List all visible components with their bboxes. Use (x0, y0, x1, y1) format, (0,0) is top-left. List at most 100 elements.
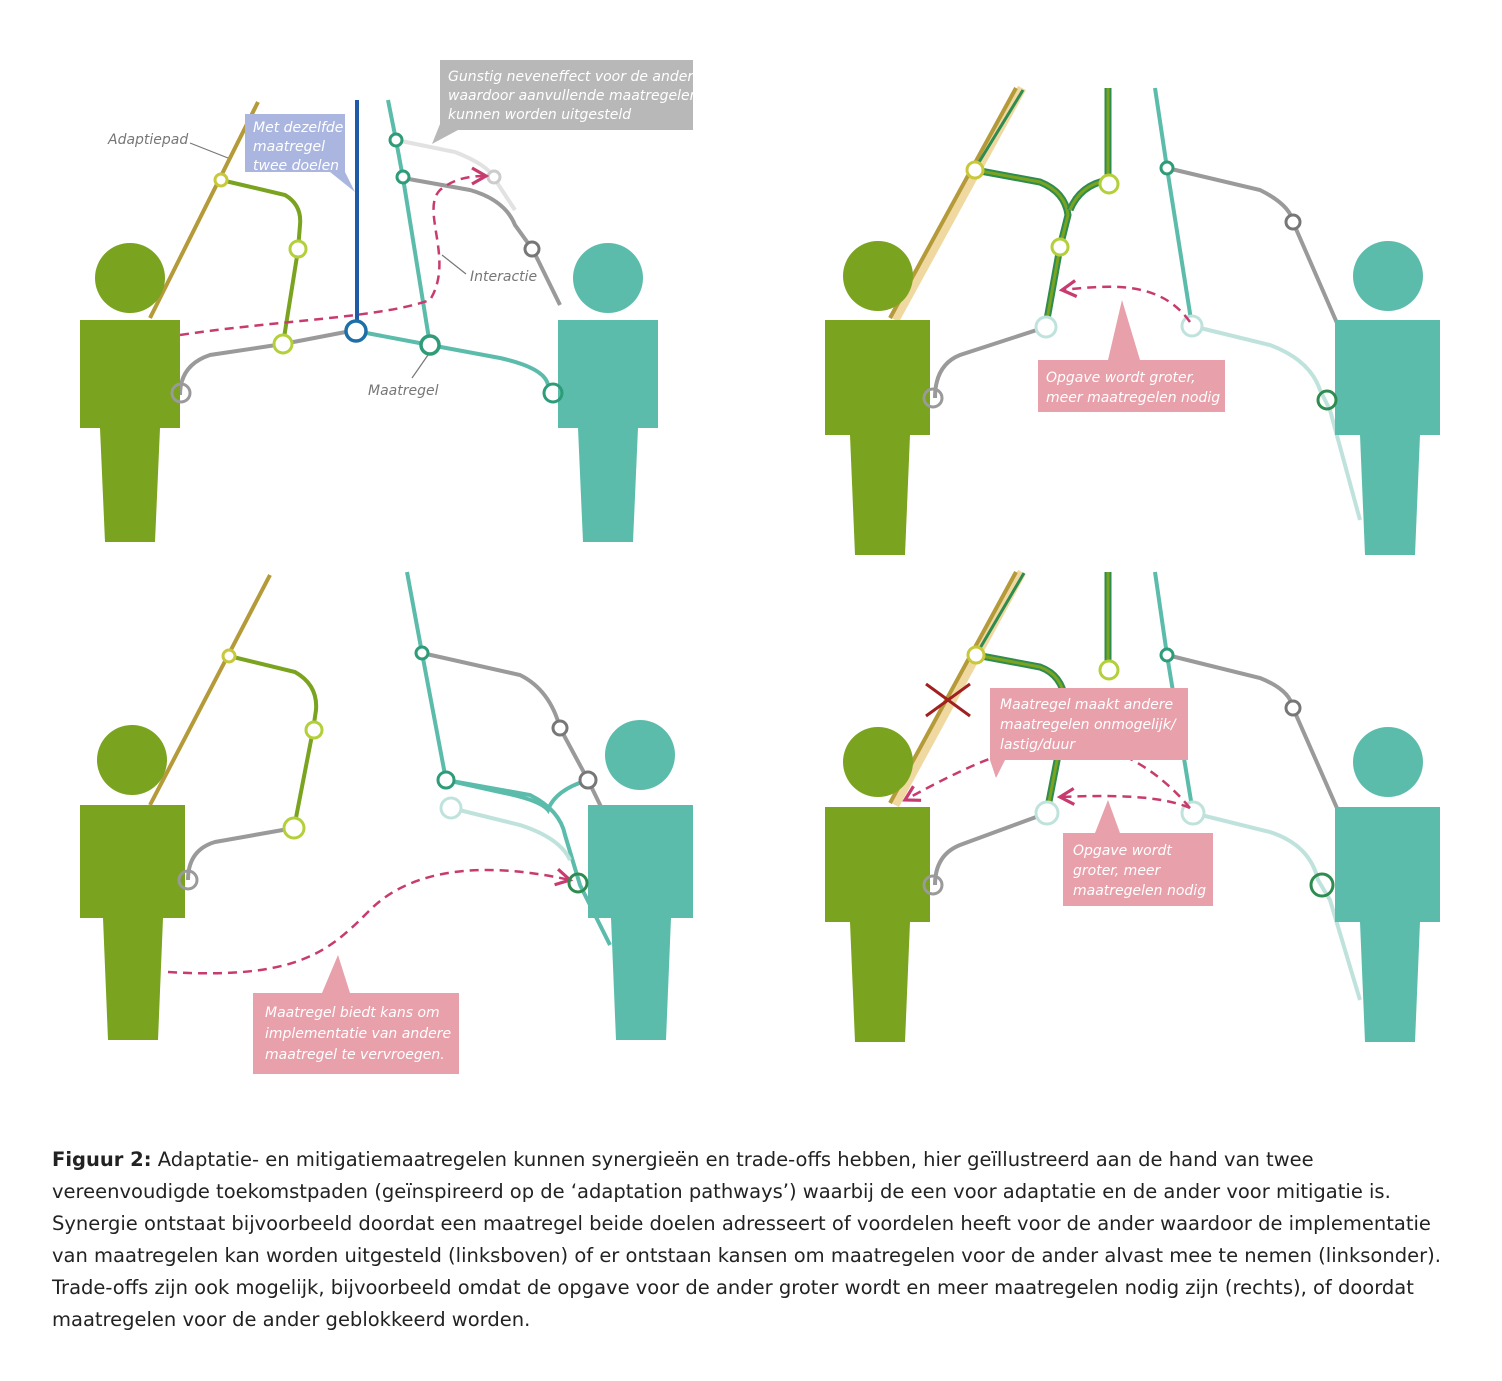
node (1050, 237, 1070, 257)
callout-line: Opgave wordt (1073, 843, 1172, 859)
label-interactie: Interactie (470, 269, 537, 285)
gray-path-left (186, 826, 295, 881)
figure-diagram: Adaptiepad Maatregel Interactie Met deze… (80, 60, 1440, 1074)
node (567, 872, 589, 894)
node (1284, 213, 1302, 231)
node-double-goal (344, 319, 368, 343)
callout-line: maatregel te vervroegen. (265, 1047, 445, 1063)
mitigation-person (588, 720, 693, 1040)
gray-path-left (933, 325, 1047, 399)
label-maatregel: Maatregel (368, 383, 439, 399)
node (1284, 699, 1302, 717)
node (1034, 800, 1060, 826)
adaptation-person (80, 243, 180, 542)
figure-caption: Figuur 2: Adaptatie- en mitigatiemaatreg… (52, 1144, 1452, 1336)
node-measure (419, 334, 441, 356)
callout-line: Maatregel maakt andere (1000, 697, 1173, 713)
mitigation-person (558, 243, 658, 542)
node (578, 770, 598, 790)
label-pointer (189, 142, 229, 159)
node (177, 869, 199, 891)
callout-line: kunnen worden uitgesteld (448, 107, 631, 123)
node (282, 816, 306, 840)
adaptation-path-line (971, 89, 1025, 173)
node (288, 239, 308, 259)
callout-pink: Opgave wordt groter, meer maatregelen no… (1063, 800, 1213, 906)
node (1309, 872, 1335, 898)
callout-pink: Maatregel maakt andere maatregelen onmog… (990, 688, 1188, 778)
node (551, 719, 569, 737)
callout-line: Opgave wordt groter, (1046, 370, 1196, 386)
callout-pink: Maatregel biedt kans om implementatie va… (253, 955, 459, 1074)
node (213, 172, 229, 188)
callout-line: maatregel (253, 139, 325, 155)
node (1159, 160, 1175, 176)
mitigation-path-line (405, 571, 612, 946)
panel-top-left: Adaptiepad Maatregel Interactie Met deze… (80, 60, 699, 542)
node (542, 382, 564, 404)
panel-bottom-right: Maatregel maakt andere maatregelen onmog… (825, 569, 1440, 1042)
measure-link (355, 329, 431, 347)
gray-path-right (1166, 166, 1342, 331)
callout-line: Maatregel biedt kans om (265, 1005, 440, 1021)
gray-path-left (178, 328, 357, 396)
interaction-arrow (1058, 279, 1192, 323)
callout-line: Gunstig neveneffect voor de ander (448, 69, 694, 85)
callout-gray: Gunstig neveneffect voor de ander waardo… (432, 60, 699, 144)
callout-line: meer maatregelen nodig (1046, 390, 1220, 406)
node (221, 648, 237, 664)
adaptation-path-line (148, 101, 260, 319)
label-pointer (441, 254, 467, 275)
label-adaptiepad: Adaptiepad (107, 132, 188, 148)
adaptation-branch-line (220, 178, 303, 345)
adaptation-path-line (148, 574, 272, 806)
caption-label: Figuur 2: (52, 1148, 152, 1171)
node (1098, 173, 1120, 195)
node (1098, 659, 1120, 681)
mitigation-person (1335, 241, 1440, 555)
callout-line: twee doelen (253, 158, 339, 174)
node (170, 382, 192, 404)
label-pointer (411, 354, 429, 379)
node (414, 645, 430, 661)
callout-blue: Met dezelfde maatregel twee doelen (245, 114, 355, 192)
mitigation-path-line (386, 99, 550, 386)
node (439, 796, 463, 820)
node (966, 645, 986, 665)
node (304, 720, 324, 740)
interaction-arrow (179, 166, 490, 337)
node (523, 240, 541, 258)
node (1316, 389, 1338, 411)
node (395, 169, 411, 185)
node (1180, 314, 1204, 338)
mitigation-path-line (1153, 87, 1194, 327)
panel-top-right: Opgave wordt groter, meer maatregelen no… (825, 85, 1440, 555)
node (922, 387, 944, 409)
gray-path-right (1166, 653, 1342, 816)
mitigation-branch (445, 778, 589, 815)
node (922, 874, 944, 896)
callout-line: maatregelen onmogelijk/ (1000, 717, 1177, 733)
callout-line: Met dezelfde (253, 120, 343, 136)
node (486, 169, 502, 185)
node (272, 333, 294, 355)
adaptation-person (80, 725, 185, 1040)
adaptation-person (825, 727, 930, 1042)
node (1159, 647, 1175, 663)
adaptation-branch-line (228, 654, 319, 829)
callout-line: lastig/duur (1000, 737, 1076, 753)
callout-pink: Opgave wordt groter, meer maatregelen no… (1038, 300, 1225, 412)
node (1034, 315, 1058, 339)
mitigation-person (1335, 727, 1440, 1042)
callout-line: implementatie van andere (265, 1026, 451, 1042)
mitigation-path-faded (450, 806, 572, 861)
mitigation-path-faded (1192, 811, 1362, 1001)
gray-path-right (402, 176, 562, 306)
adaptation-path-line (974, 572, 1026, 656)
interaction-arrow (167, 867, 574, 975)
callout-line: groter, meer (1073, 863, 1162, 879)
blocked-cross-icon (925, 682, 971, 718)
adaptation-person (825, 241, 930, 555)
node (388, 132, 404, 148)
mitigation-path-faded (1191, 324, 1362, 521)
